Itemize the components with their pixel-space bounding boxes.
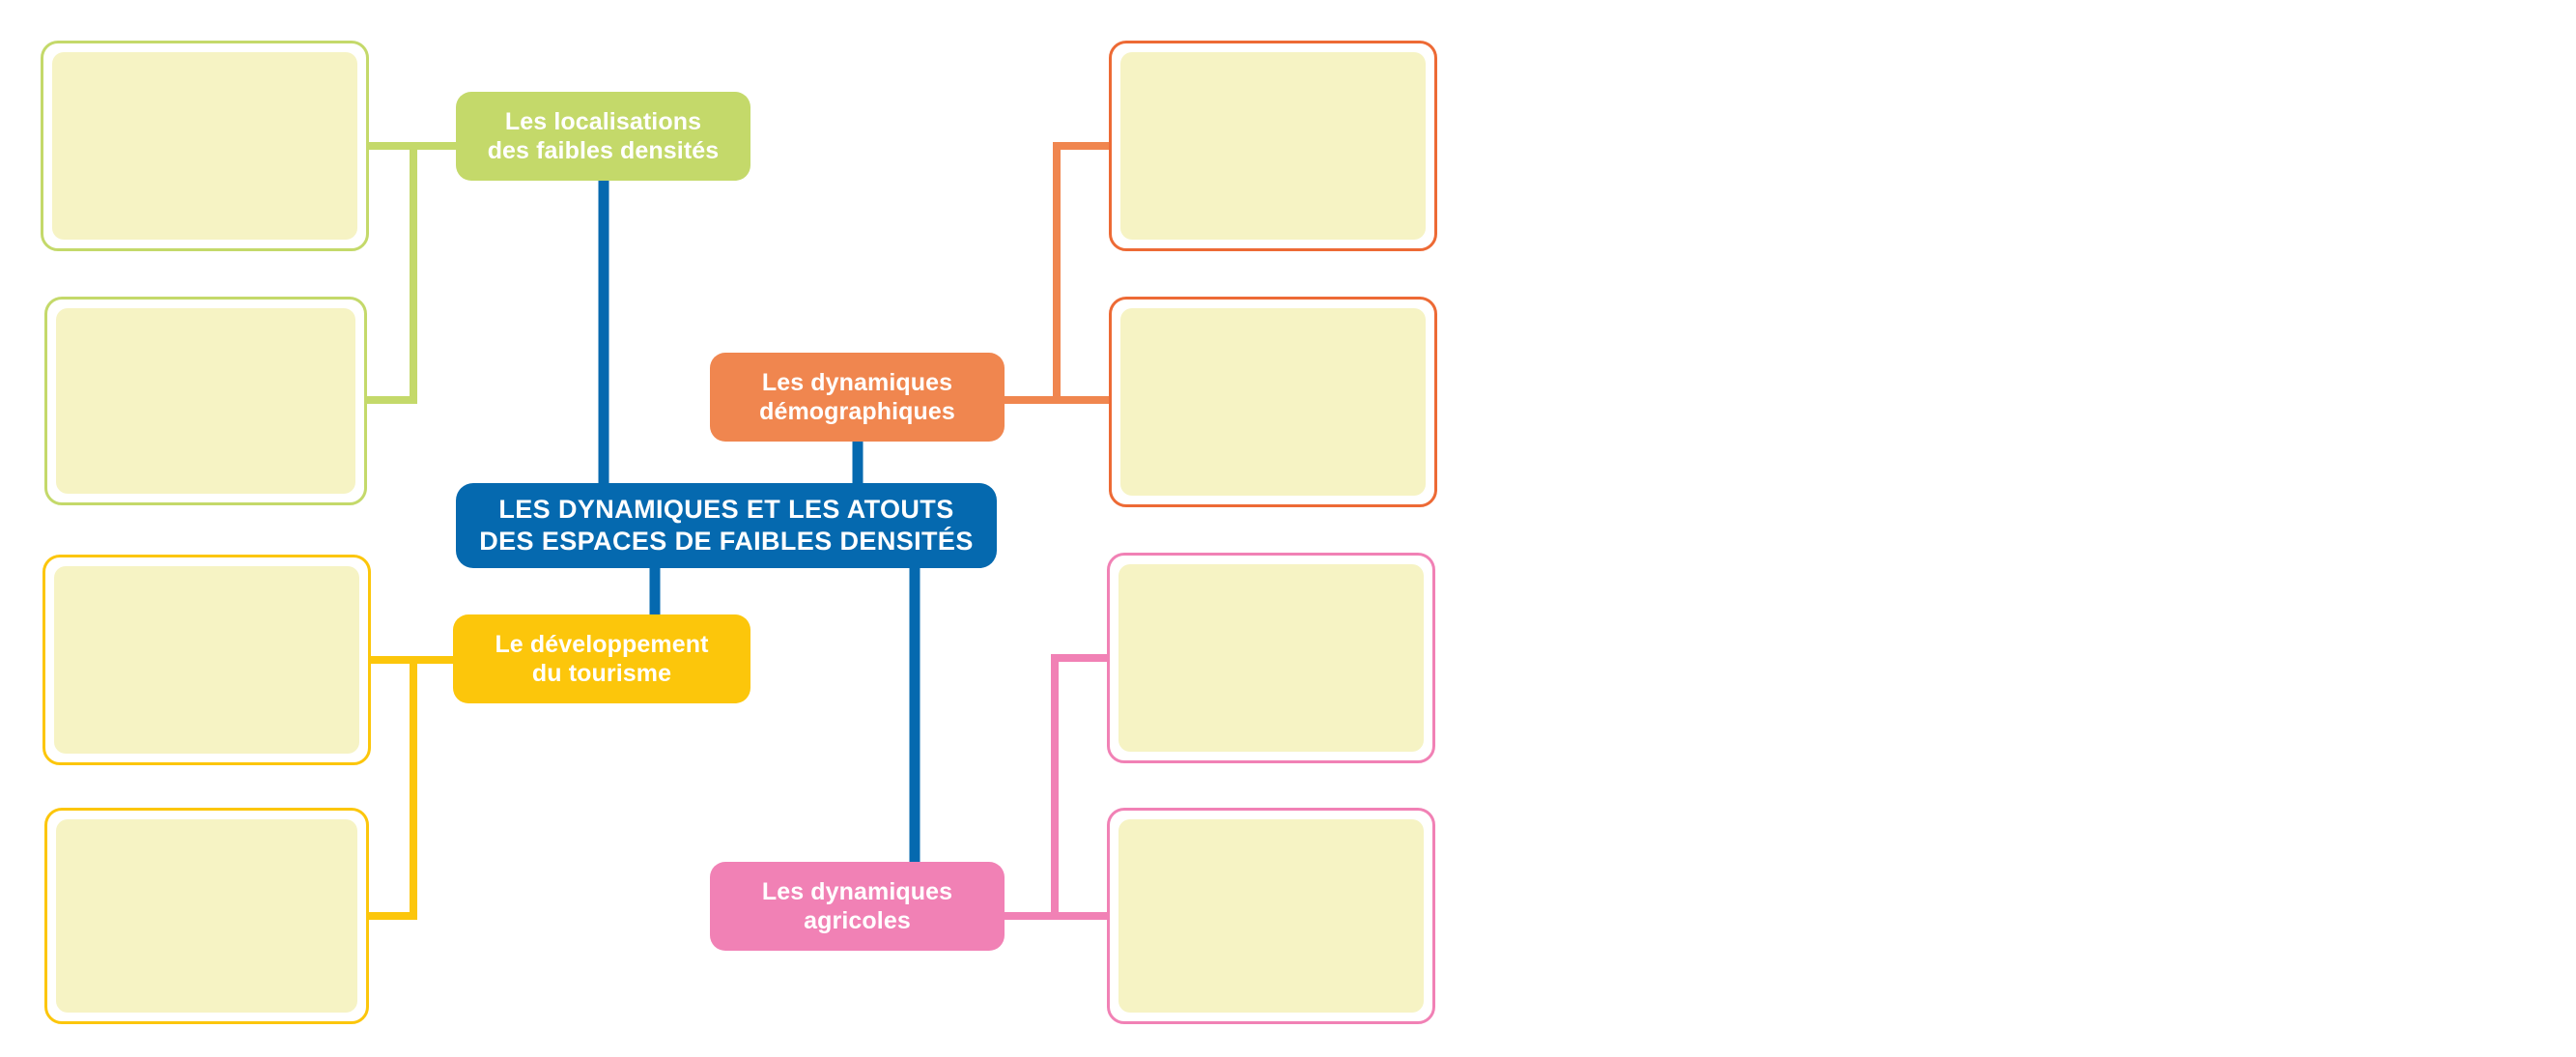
note-box-content — [1120, 308, 1426, 496]
note-box-demographiques-1[interactable] — [1109, 41, 1437, 251]
center-node[interactable]: LES DYNAMIQUES ET LES ATOUTS DES ESPACES… — [456, 483, 997, 568]
note-box-localisations-1[interactable] — [41, 41, 369, 251]
note-box-agricoles-1[interactable] — [1107, 553, 1435, 763]
note-box-tourisme-1[interactable] — [42, 555, 371, 765]
branch-node-tourisme[interactable]: Le développement du tourisme — [453, 614, 750, 703]
note-box-content — [56, 308, 355, 494]
note-box-content — [1118, 819, 1424, 1013]
note-box-agricoles-2[interactable] — [1107, 808, 1435, 1024]
note-box-demographiques-2[interactable] — [1109, 297, 1437, 507]
note-box-content — [1120, 52, 1426, 240]
branch-connector-localisations — [367, 142, 456, 404]
branch-node-agricoles[interactable]: Les dynamiques agricoles — [710, 862, 1005, 951]
branch-connector-demographiques — [1005, 142, 1109, 404]
branch-node-demographiques[interactable]: Les dynamiques démographiques — [710, 353, 1005, 442]
note-box-content — [54, 566, 359, 754]
branch-node-localisations[interactable]: Les localisations des faibles densités — [456, 92, 750, 181]
note-box-tourisme-2[interactable] — [44, 808, 369, 1024]
note-box-content — [1118, 564, 1424, 752]
note-box-content — [52, 52, 357, 240]
branch-connector-agricoles — [1005, 654, 1107, 920]
note-box-localisations-2[interactable] — [44, 297, 367, 505]
branch-connector-tourisme — [369, 656, 453, 920]
note-box-content — [56, 819, 357, 1013]
